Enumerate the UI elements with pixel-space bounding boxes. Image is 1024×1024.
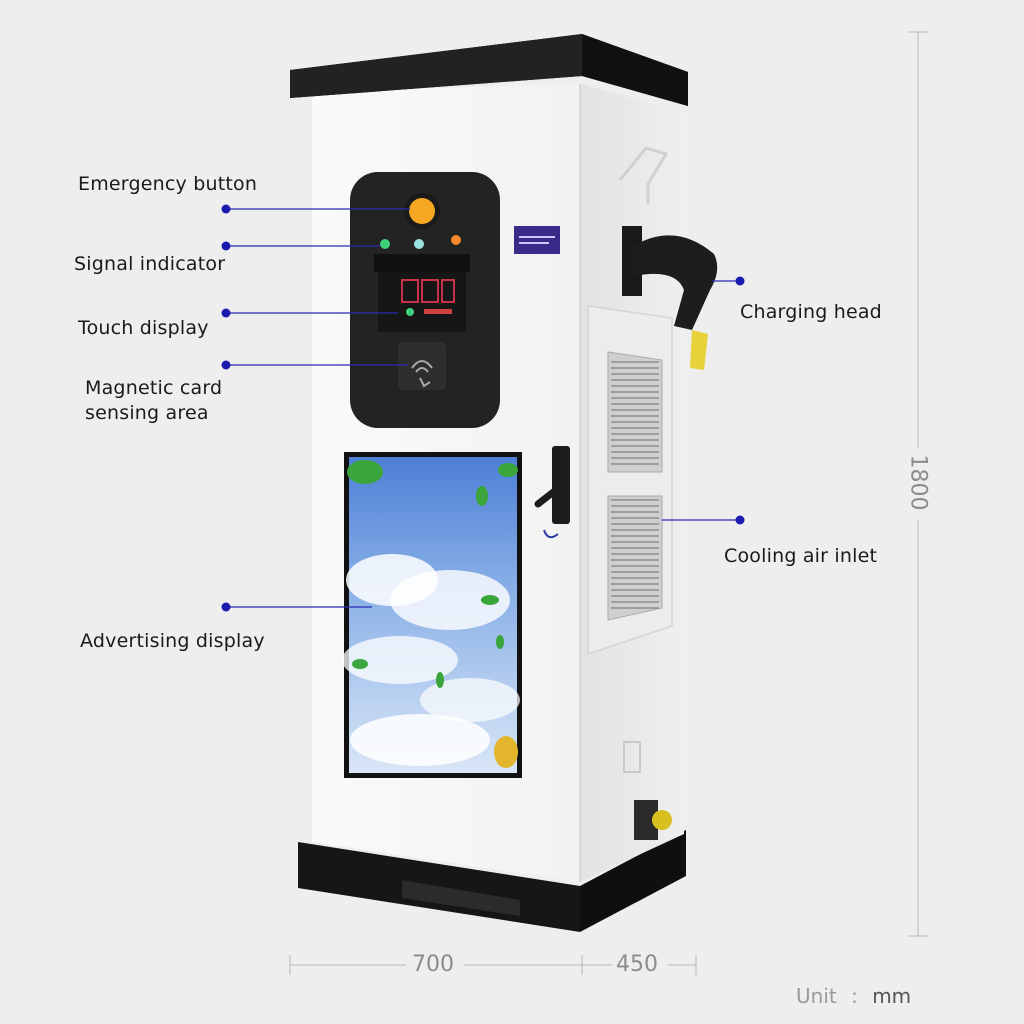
cooling-vents <box>607 351 663 621</box>
label-card-sensing-line2: sensing area <box>85 402 209 424</box>
dimension-height: 1800 <box>905 454 931 511</box>
card-callout-dot <box>221 360 231 370</box>
signal-light-orange <box>451 235 461 245</box>
top-cap <box>290 34 688 106</box>
touch-callout-dot <box>221 308 231 318</box>
signal-light-green <box>380 239 390 249</box>
dimension-width: 700 <box>412 952 454 977</box>
cooling-callout-dot <box>735 515 745 525</box>
label-charging-head: Charging head <box>740 301 882 323</box>
advertising-screen <box>342 452 522 778</box>
service-hatch <box>623 741 641 773</box>
label-signal-indicator: Signal indicator <box>74 253 226 275</box>
signal-callout-dot <box>221 241 231 251</box>
charging-callout-dot <box>735 276 745 286</box>
dimension-depth: 450 <box>616 952 658 977</box>
label-advertising-display: Advertising display <box>80 630 265 652</box>
cable-hook <box>618 146 669 204</box>
emergency-callout-dot <box>221 204 231 214</box>
label-card-sensing-line1: Magnetic card <box>85 377 223 399</box>
door-handle <box>534 446 570 539</box>
callout-lines <box>221 204 745 612</box>
base-skid <box>298 830 686 932</box>
cable-gland <box>634 800 672 840</box>
unit-note: Unit : mm <box>796 984 911 1008</box>
unit-separator: : <box>851 984 858 1008</box>
charging-gun <box>622 226 718 370</box>
nameplate <box>514 226 560 254</box>
emergency-button <box>409 198 435 224</box>
advertising-callout-dot <box>221 602 231 612</box>
signal-light-blue <box>414 239 424 249</box>
unit-value: mm <box>872 984 912 1008</box>
card-sensor-pad <box>398 342 446 390</box>
unit-label: Unit <box>796 984 837 1008</box>
label-emergency-button: Emergency button <box>78 173 258 195</box>
dimension-lines <box>289 31 928 975</box>
label-touch-display: Touch display <box>78 317 209 339</box>
label-cooling-air-inlet: Cooling air inlet <box>724 545 878 567</box>
control-panel <box>350 172 500 428</box>
